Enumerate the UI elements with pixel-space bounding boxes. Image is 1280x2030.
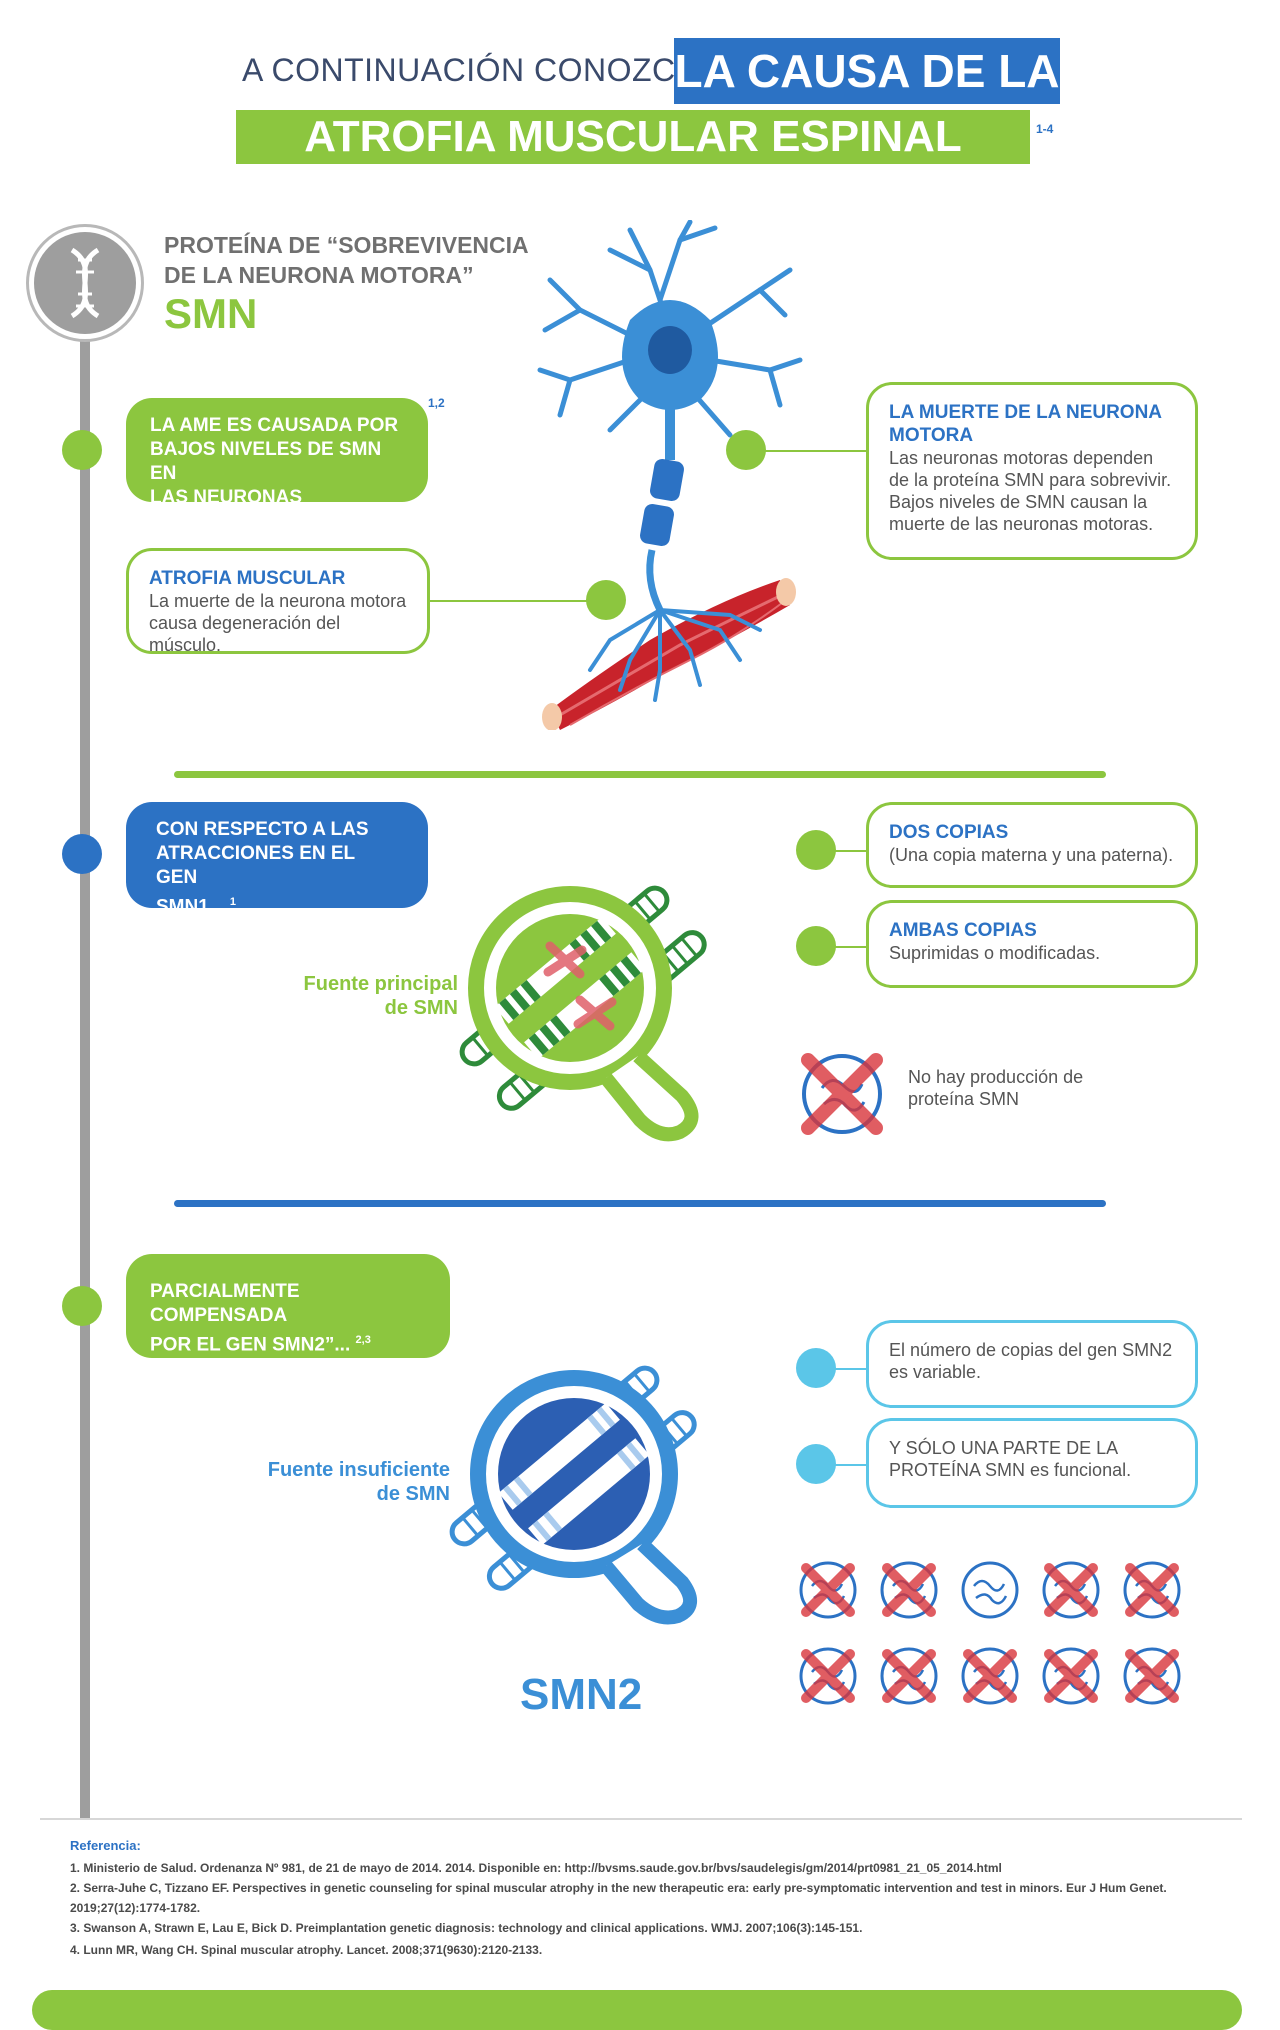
cause-box: LA AME ES CAUSADA POR BAJOS NIVELES DE S… [126,398,428,532]
two-copies-dot [796,830,836,870]
reference-item: 1. Ministerio de Salud. Ordenanza Nº 981… [70,1861,1002,1875]
dna-icon [34,232,136,334]
timeline-bar [80,330,90,1818]
protein-nonfunctional-icon [880,1647,938,1705]
cause-superscript: 1,2 [428,396,445,410]
no-production-text: No hay producción de proteína SMN [908,1066,1083,1110]
smn2-caption-line2: de SMN [376,1483,450,1505]
atrophy-text: La muerte de la neurona motora causa deg… [149,591,407,655]
functional-box: Y SÓLO UNA PARTE DE LA PROTEÍNA SMN es f… [866,1418,1198,1508]
no-production-line1: No hay producción de [908,1067,1084,1087]
timeline-dot-smn2 [62,1286,102,1326]
both-copies-dot [796,926,836,966]
protein-heading-line1: PROTEÍNA DE “SOBREVIVENCIA [164,232,529,258]
section-separator-blue [174,1200,1106,1207]
variable-dot [796,1348,836,1388]
title-line2-green: ATROFIA MUSCULAR ESPINAL (AME) [236,110,1030,215]
two-copies-box: DOS COPIAS (Una copia materna y una pate… [866,802,1198,888]
smn2-magnifier-illustration [449,1365,697,1625]
protein-nonfunctional-icon [1042,1647,1100,1705]
smn2-label: SMN2 [520,1670,643,1719]
references-heading: Referencia: [70,1838,141,1853]
protein-nonfunctional-icon [1123,1647,1181,1705]
title-line1-plain: A CONTINUACIÓN CONOZCA [242,52,698,88]
two-copies-text: (Una copia materna y una paterna). [889,845,1174,865]
reference-item: 3. Swanson A, Strawn E, Lau E, Bick D. P… [70,1921,863,1935]
smn1-superscript: 1 [229,896,237,908]
timeline-dot-cause [62,430,102,470]
smn1-caption-line1: Fuente principal [303,973,458,995]
smn1-caption: Fuente principal de SMN [280,972,458,1020]
atrophy-title: ATROFIA MUSCULAR [149,568,346,589]
title-superscript: 1-4 [1036,122,1054,136]
section-separator-green [174,771,1106,778]
variable-text: El número de copias del gen SMN2 es vari… [889,1340,1173,1382]
cause-line3: LAS NEURONAS MOTORAS [150,487,303,532]
protein-nonfunctional-icon [799,1561,857,1619]
variable-connector [834,1368,868,1370]
protein-heading-line2: DE LA NEURONA MOTORA” [164,262,474,288]
references-divider [40,1818,1242,1820]
protein-nonfunctional-icon [799,1647,857,1705]
atrophy-dot [586,580,626,620]
smn1-line3: SMN1... 1 [156,896,237,918]
smn2-caption-line1: Fuente insuficiente [267,1459,450,1481]
two-copies-connector [834,850,868,852]
neuron-death-title: LA MUERTE DE LA NEURONA MOTORA [889,402,1162,446]
protein-name: SMN [164,290,258,337]
atrophy-box: ATROFIA MUSCULAR La muerte de la neurona… [126,548,430,655]
protein-nonfunctional-icon [1042,1561,1100,1619]
smn2-line1: PARCIALMENTE COMPENSADA [150,1281,300,1326]
smn2-caption: Fuente insuficiente de SMN [250,1458,450,1506]
smn2-line2: POR EL GEN SMN2”... 2,3 [150,1334,371,1356]
neuron-death-text: Las neuronas motoras dependen de la prot… [889,448,1172,534]
cause-line1: LA AME ES CAUSADA POR [150,415,399,436]
neuron-death-connector [764,450,868,452]
both-copies-box: AMBAS COPIAS Suprimidas o modificadas. [866,900,1198,988]
two-copies-title: DOS COPIAS [889,822,1009,843]
footer-bar [32,1990,1242,2030]
functional-connector [834,1464,868,1466]
protein-nonfunctional-icon [1123,1561,1181,1619]
smn1-caption-line2: de SMN [384,997,458,1019]
smn1-line1: CON RESPECTO A LAS [156,819,369,840]
functional-dot [796,1444,836,1484]
protein-heading: PROTEÍNA DE “SOBREVIVENCIA DE LA NEURONA… [164,230,529,290]
both-copies-title: AMBAS COPIAS [889,920,1037,941]
neuron-death-box: LA MUERTE DE LA NEURONA MOTORA Las neuro… [866,382,1198,560]
protein-nonfunctional-icon [880,1561,938,1619]
timeline-dot-smn1 [62,834,102,874]
protein-nonfunctional-icon [961,1647,1019,1705]
no-production-line2: proteína SMN [908,1089,1020,1109]
variable-box: El número de copias del gen SMN2 es vari… [866,1320,1198,1408]
protein-functional-icon [961,1561,1019,1619]
protein-grid [796,1558,1196,1728]
cause-line2: BAJOS NIVELES DE SMN EN [150,439,382,484]
both-copies-connector [834,946,868,948]
smn1-box: CON RESPECTO A LAS ATRACCIONES EN EL GEN… [126,802,428,917]
smn1-magnifier-illustration [459,885,707,1142]
reference-item: 4. Lunn MR, Wang CH. Spinal muscular atr… [70,1943,543,1957]
atrophy-connector [430,600,590,602]
functional-text: Y SÓLO UNA PARTE DE LA PROTEÍNA SMN es f… [889,1438,1132,1480]
reference-item: 2. Serra-Juhe C, Tizzano EF. Perspective… [70,1881,1167,1915]
smn2-superscript: 2,3 [355,1334,371,1346]
both-copies-text: Suprimidas o modificadas. [889,943,1101,963]
no-protein-icon [801,1053,883,1135]
neuron-death-dot [726,430,766,470]
neuron-muscle-illustration [537,220,803,730]
title-highlight-blue: LA CAUSA DE LA [674,38,1060,104]
smn1-line2: ATRACCIONES EN EL GEN [156,843,355,888]
smn2-box: PARCIALMENTE COMPENSADA POR EL GEN SMN2”… [126,1254,450,1358]
